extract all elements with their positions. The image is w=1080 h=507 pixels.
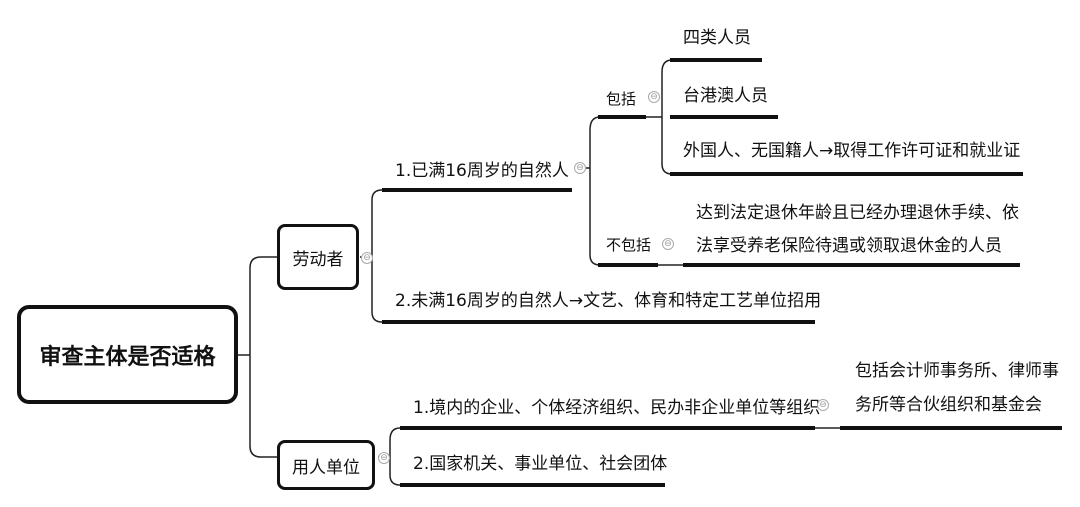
root-label: 审查主体是否适格 bbox=[39, 344, 216, 370]
underline bbox=[382, 188, 572, 192]
exclude-item-line2[interactable]: 法享受养老保险待遇或领取退休金的人员 bbox=[696, 236, 1002, 256]
employer-item1[interactable]: 1.境内的企业、个体经济组织、民办非企业单位等组织 bbox=[413, 398, 821, 418]
worker-label: 劳动者 bbox=[292, 249, 344, 270]
employer-note-line2[interactable]: 务所等合伙组织和基金会 bbox=[855, 395, 1042, 415]
underline bbox=[400, 426, 815, 430]
collapse-icon[interactable]: ⊖ bbox=[662, 238, 674, 250]
underline bbox=[400, 483, 665, 487]
underline bbox=[670, 115, 778, 119]
exclude-item-line1[interactable]: 达到法定退休年龄且已经办理退休手续、依 bbox=[696, 203, 1019, 223]
root-node[interactable]: 审查主体是否适格 bbox=[17, 305, 238, 404]
collapse-icon[interactable]: ⊖ bbox=[361, 252, 373, 264]
worker-item1[interactable]: 1.已满16周岁的自然人 bbox=[395, 161, 569, 181]
collapse-icon[interactable]: ⊖ bbox=[574, 162, 586, 174]
node-worker[interactable]: 劳动者 bbox=[277, 224, 359, 290]
underline bbox=[382, 320, 815, 324]
worker-item2[interactable]: 2.未满16周岁的自然人→文艺、体育和特定工艺单位招用 bbox=[395, 291, 822, 311]
underline bbox=[598, 115, 646, 119]
employer-label: 用人单位 bbox=[292, 457, 360, 478]
include-item[interactable]: 台港澳人员 bbox=[683, 86, 768, 106]
collapse-icon[interactable]: ⊖ bbox=[378, 452, 390, 464]
exclude-label[interactable]: 不包括 bbox=[606, 236, 652, 254]
node-employer[interactable]: 用人单位 bbox=[277, 440, 375, 490]
include-item[interactable]: 外国人、无国籍人→取得工作许可证和就业证 bbox=[683, 141, 1021, 161]
employer-item2[interactable]: 2.国家机关、事业单位、社会团体 bbox=[413, 454, 668, 474]
underline bbox=[840, 426, 1062, 430]
employer-note-line1[interactable]: 包括会计师事务所、律师事 bbox=[855, 361, 1059, 381]
underline bbox=[670, 172, 1023, 176]
include-label[interactable]: 包括 bbox=[606, 90, 637, 108]
collapse-icon[interactable]: ⊖ bbox=[817, 399, 829, 411]
include-item[interactable]: 四类人员 bbox=[683, 28, 751, 48]
underline bbox=[670, 58, 762, 62]
underline bbox=[683, 263, 1020, 267]
underline bbox=[598, 263, 658, 267]
collapse-icon[interactable]: ⊖ bbox=[648, 91, 660, 103]
